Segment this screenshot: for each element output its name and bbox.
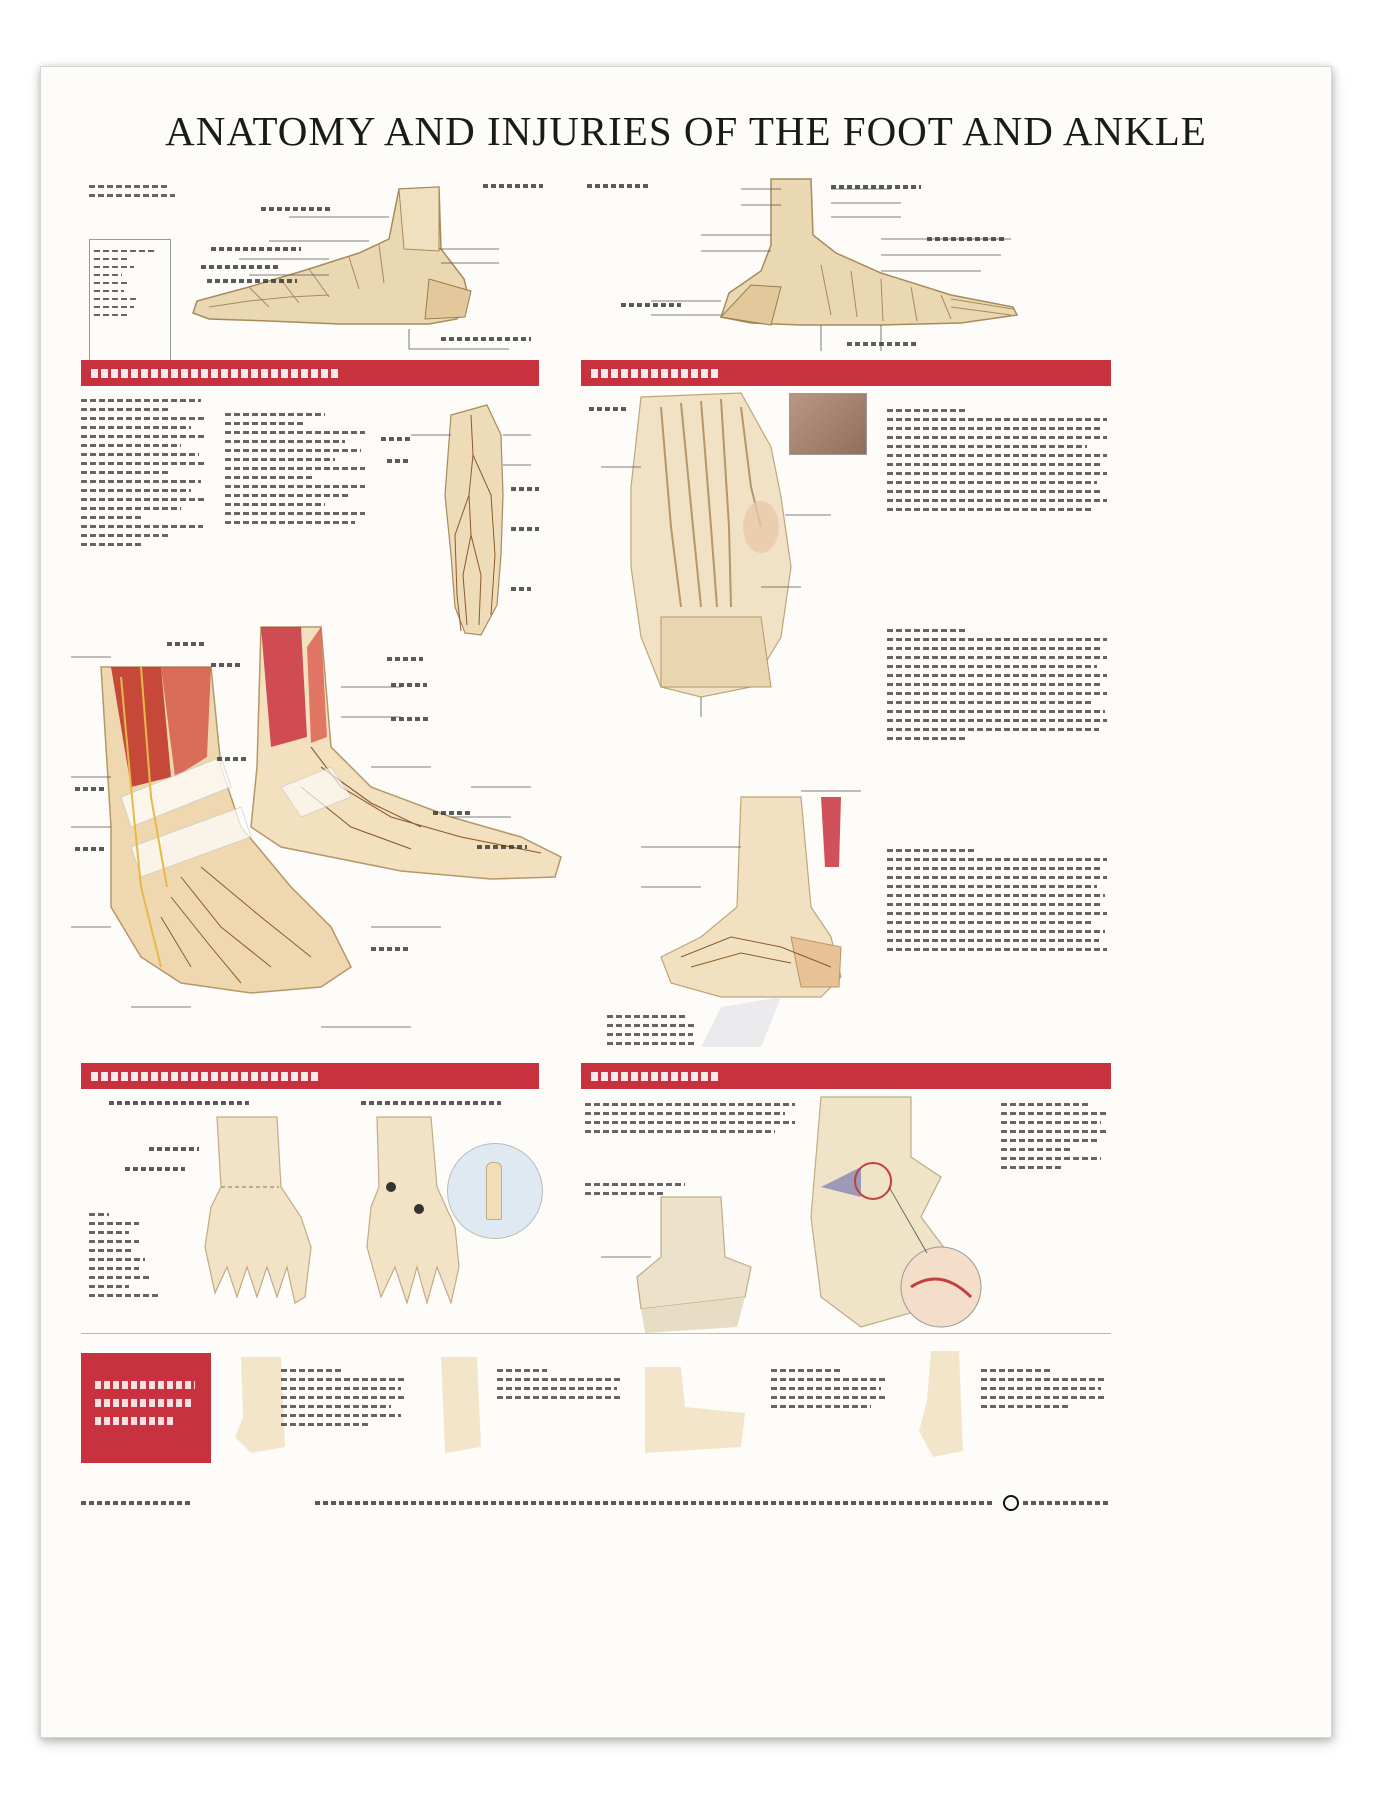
- poster-title: ANATOMY AND INJURIES OF THE FOOT AND ANK…: [165, 108, 1207, 154]
- label-tick: [927, 237, 1007, 241]
- label-tick: [125, 1167, 185, 1171]
- label-tick: [831, 185, 921, 189]
- credit-line: [315, 1501, 995, 1505]
- label-tick: [483, 184, 543, 188]
- label-tick: [589, 407, 629, 411]
- text-block: [981, 1363, 1111, 1414]
- label-tick: [75, 847, 105, 851]
- section-header-bar: [81, 1063, 539, 1089]
- label-tick: [381, 437, 411, 441]
- bunion-photo-inset: [789, 393, 867, 455]
- label-tick: [371, 947, 411, 951]
- text-block: [887, 843, 1111, 957]
- ankle-joint-inset-icon: [810, 1096, 982, 1328]
- label-tick: [587, 184, 651, 188]
- label-tick: [361, 1101, 501, 1105]
- section-header-bar: [581, 1063, 1111, 1089]
- section-header-bar: [81, 360, 539, 386]
- label-tick: [207, 279, 297, 283]
- label-tick: [211, 663, 241, 667]
- section-header-bar: [581, 360, 1111, 386]
- foot-fracture-front-icon: [204, 1116, 312, 1304]
- top-left-legend-box: [89, 239, 171, 365]
- footer-red-block: [81, 1353, 211, 1463]
- text-block: [887, 623, 1111, 746]
- text-block: [585, 1097, 799, 1139]
- label-tick: [261, 207, 331, 211]
- label-tick: [387, 459, 411, 463]
- label-tick: [387, 657, 423, 661]
- label-tick: [433, 811, 473, 815]
- label-tick: [201, 265, 281, 269]
- label-tick: [441, 337, 531, 341]
- section-divider: [81, 1333, 1111, 1334]
- foot-lateral-bones-icon: [192, 186, 509, 350]
- text-block: [887, 403, 1111, 517]
- foot-silhouette-icon: [919, 1351, 963, 1457]
- label-tick: [847, 342, 917, 346]
- foot-silhouette-icon: [645, 1367, 745, 1453]
- text-block: [607, 1009, 707, 1051]
- label-tick: [391, 683, 427, 687]
- label-tick: [211, 247, 301, 251]
- label-tick: [511, 587, 531, 591]
- ankle-sprain-icon: [601, 1196, 752, 1333]
- text-block: [225, 407, 375, 530]
- label-tick: [621, 303, 681, 307]
- text-block: [89, 1207, 169, 1303]
- foot-medial-bones-icon: [651, 178, 1019, 351]
- foot-fracture-back-icon: [366, 1116, 460, 1306]
- publisher-logo-icon: [999, 1491, 1023, 1515]
- top-left-legend-heading: [89, 179, 179, 203]
- label-tick: [477, 845, 527, 849]
- text-block: [497, 1363, 627, 1405]
- foot-bunion-xray-icon: [601, 392, 831, 717]
- ankle-muscles-tendons-icon: [71, 626, 562, 1028]
- anatomy-poster: ANATOMY AND INJURIES OF THE FOOT AND ANK…: [40, 66, 1332, 1738]
- label-tick: [391, 717, 431, 721]
- text-block: [281, 1363, 411, 1432]
- foot-dorsal-nerves-icon: [411, 404, 531, 636]
- label-tick: [217, 757, 247, 761]
- credit-line: [81, 1501, 191, 1505]
- text-block: [771, 1363, 891, 1414]
- label-tick: [511, 527, 539, 531]
- text-block: [1001, 1097, 1111, 1175]
- foot-silhouette-icon: [441, 1357, 481, 1453]
- credit-line: [1023, 1501, 1109, 1505]
- label-tick: [109, 1101, 249, 1105]
- ankle-achilles-icon: [641, 790, 861, 1047]
- text-block: [81, 393, 211, 552]
- text-block: [585, 1177, 695, 1201]
- label-tick: [511, 487, 539, 491]
- label-tick: [149, 1147, 199, 1151]
- label-tick: [75, 787, 105, 791]
- foot-silhouette-icon: [235, 1357, 285, 1453]
- label-tick: [167, 642, 207, 646]
- pin-inset-icon: [447, 1143, 543, 1239]
